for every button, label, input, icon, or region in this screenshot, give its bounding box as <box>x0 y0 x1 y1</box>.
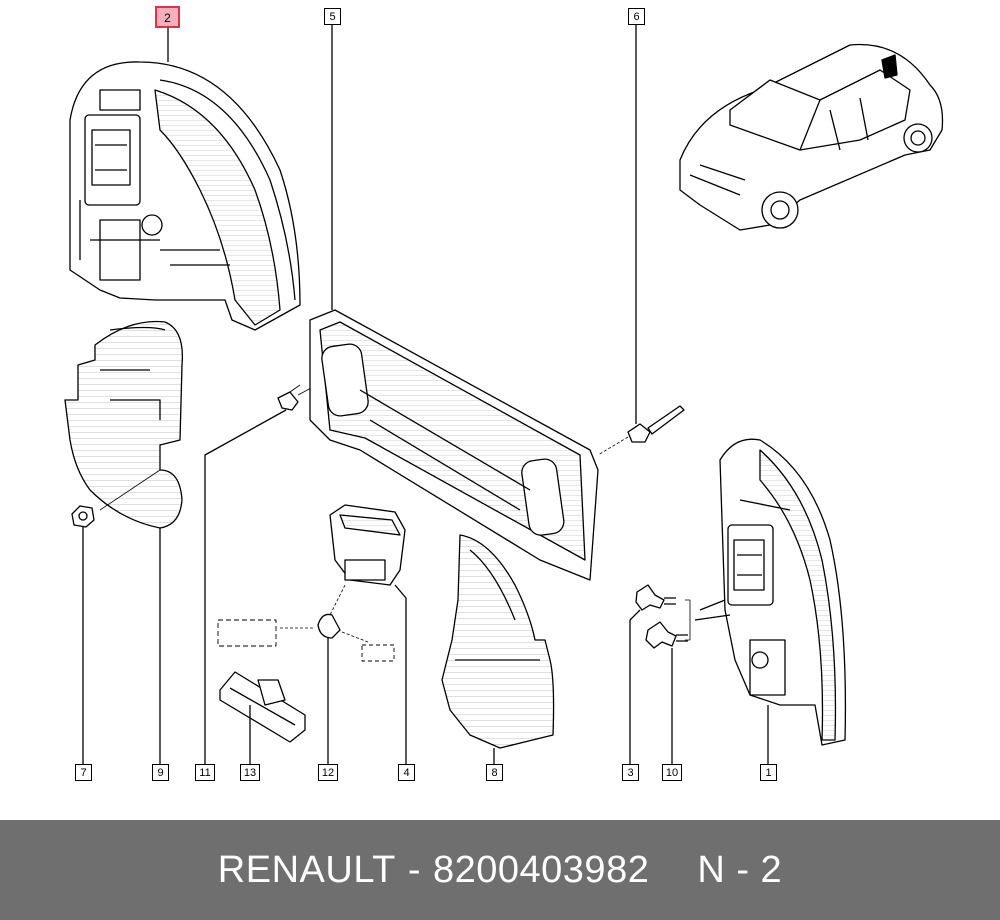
seal-left <box>64 320 184 529</box>
holder-4 <box>329 504 406 586</box>
separator: - <box>407 848 421 891</box>
fastener-10 <box>645 621 688 649</box>
callout-11[interactable]: 11 <box>195 764 215 781</box>
callout-2[interactable]: 2 <box>155 6 180 28</box>
footer-banner: RENAULT - 8200403982 N - 2 <box>0 820 1000 920</box>
module-13 <box>219 671 306 743</box>
tail-lamp-left <box>69 61 301 331</box>
car-illustration <box>679 43 944 231</box>
brand-name: RENAULT <box>217 848 396 891</box>
callout-6[interactable]: 6 <box>628 8 645 25</box>
callout-13[interactable]: 13 <box>240 764 260 781</box>
callout-8[interactable]: 8 <box>486 764 503 781</box>
bulb-12 <box>317 613 341 639</box>
callout-3[interactable]: 3 <box>622 764 639 781</box>
seal-right <box>441 534 555 749</box>
leader-11 <box>204 409 287 765</box>
callout-4[interactable]: 4 <box>398 764 415 781</box>
fastener-3 <box>635 584 676 611</box>
screw-6 <box>627 405 685 443</box>
callout-1[interactable]: 1 <box>760 764 777 781</box>
callout-12[interactable]: 12 <box>318 764 338 781</box>
callout-9[interactable]: 9 <box>152 764 169 781</box>
callout-7[interactable]: 7 <box>75 764 92 781</box>
nut-7 <box>71 505 95 528</box>
leader-3 <box>629 609 641 765</box>
parts-diagram <box>64 25 944 765</box>
callout-10[interactable]: 10 <box>662 764 682 781</box>
part-number: 8200403982 <box>433 848 650 891</box>
panel-5 <box>309 309 599 581</box>
callout-5[interactable]: 5 <box>324 8 341 25</box>
leader-4 <box>394 584 407 765</box>
page-indicator: N - 2 <box>697 848 783 891</box>
tail-lamp-right <box>694 438 847 746</box>
